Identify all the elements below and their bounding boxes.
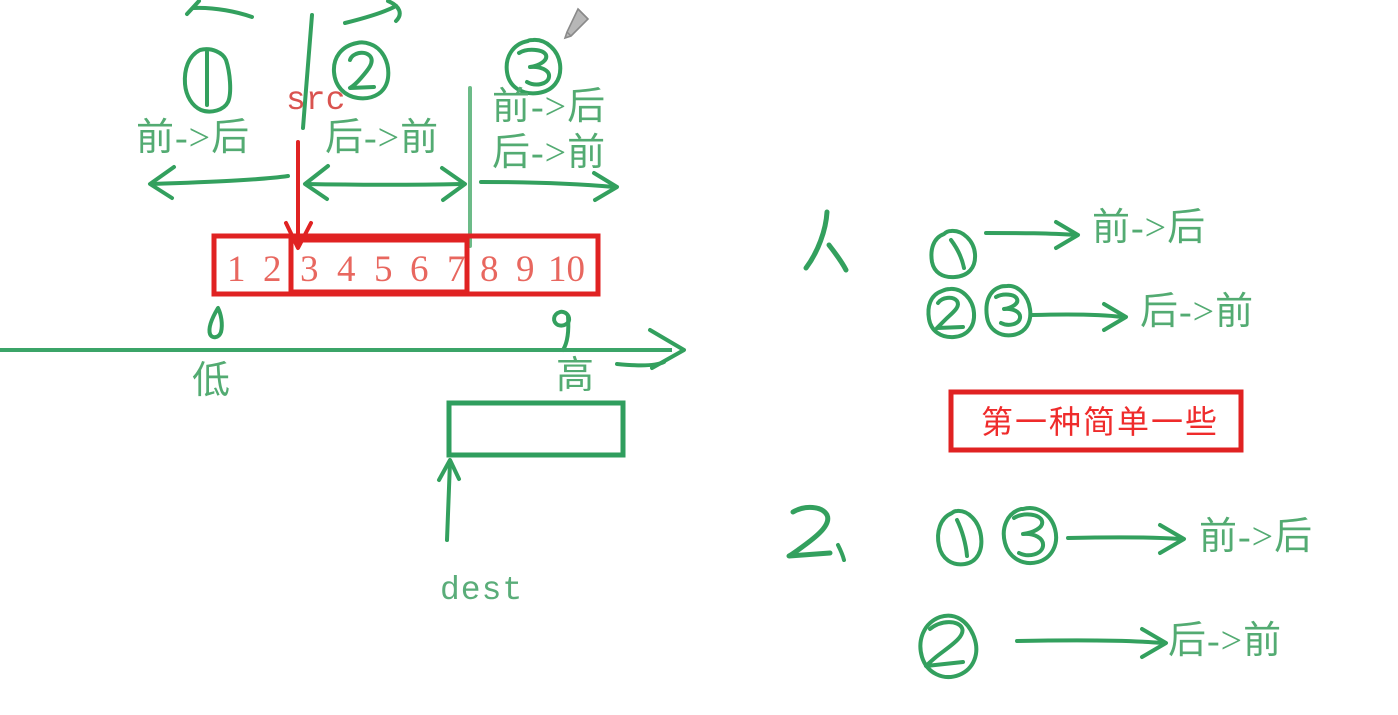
region-1-direction-label: 前->后	[136, 117, 251, 159]
region-3-direction-label-b: 后->前	[492, 132, 607, 174]
s2r2-circled-2	[918, 613, 979, 679]
array-cell-4: 4	[337, 249, 356, 290]
array-cell-1: 1	[227, 249, 246, 290]
region-2-arrow-double	[303, 164, 467, 202]
axis-low-label: 低	[192, 360, 232, 402]
array-cell-6: 6	[410, 249, 429, 290]
top-partial-arrow-right	[343, 0, 402, 25]
array-cell-5: 5	[374, 249, 393, 290]
array-cell-3: 3	[300, 249, 319, 290]
low-marker-stroke	[207, 306, 224, 340]
region-2-direction-label: 后->前	[325, 117, 440, 159]
s2r2-arrow	[1015, 627, 1168, 659]
circled-number-1-marker	[182, 47, 233, 114]
s1r1-arrow	[984, 220, 1080, 250]
top-partial-stroke-left	[185, 0, 254, 19]
dest-arrow-up	[437, 458, 461, 542]
array-cell-10: 10	[548, 249, 585, 290]
s2r1-circled-3	[1001, 506, 1058, 565]
s1r2-circled-2	[926, 286, 977, 340]
array-cell-7: 7	[447, 249, 466, 290]
dest-label: dest	[440, 572, 524, 609]
callout-text: 第一种简单一些	[981, 404, 1220, 440]
section-2-row-1-result: 前->后	[1199, 516, 1314, 558]
section-2-row-2-result: 后->前	[1168, 620, 1283, 662]
section-2-marker	[786, 505, 846, 562]
array-cell-9: 9	[516, 249, 535, 290]
src-vertical-red-line	[284, 140, 313, 250]
section-1-marker	[803, 209, 849, 273]
array-cell-8: 8	[480, 249, 499, 290]
array-cell-2: 2	[263, 249, 282, 290]
src-label: src	[286, 82, 346, 119]
section-1-row-2-result: 后->前	[1140, 291, 1255, 333]
s2r1-circled-1	[936, 508, 984, 567]
pencil-icon	[563, 7, 590, 40]
dest-box	[446, 400, 626, 458]
section-1-row-1-result: 前->后	[1092, 207, 1207, 249]
axis-high-label: 高	[556, 355, 596, 397]
s1r2-arrow	[1030, 302, 1128, 332]
region-1-arrow-left	[148, 165, 290, 200]
s2r1-arrow	[1066, 523, 1186, 555]
region-3-arrow-right	[479, 171, 619, 202]
high-marker-stroke	[552, 309, 572, 352]
region-3-direction-label-a: 前->后	[492, 86, 607, 128]
s1r2-circled-3	[984, 283, 1033, 338]
s1r1-circled-1	[929, 228, 978, 280]
